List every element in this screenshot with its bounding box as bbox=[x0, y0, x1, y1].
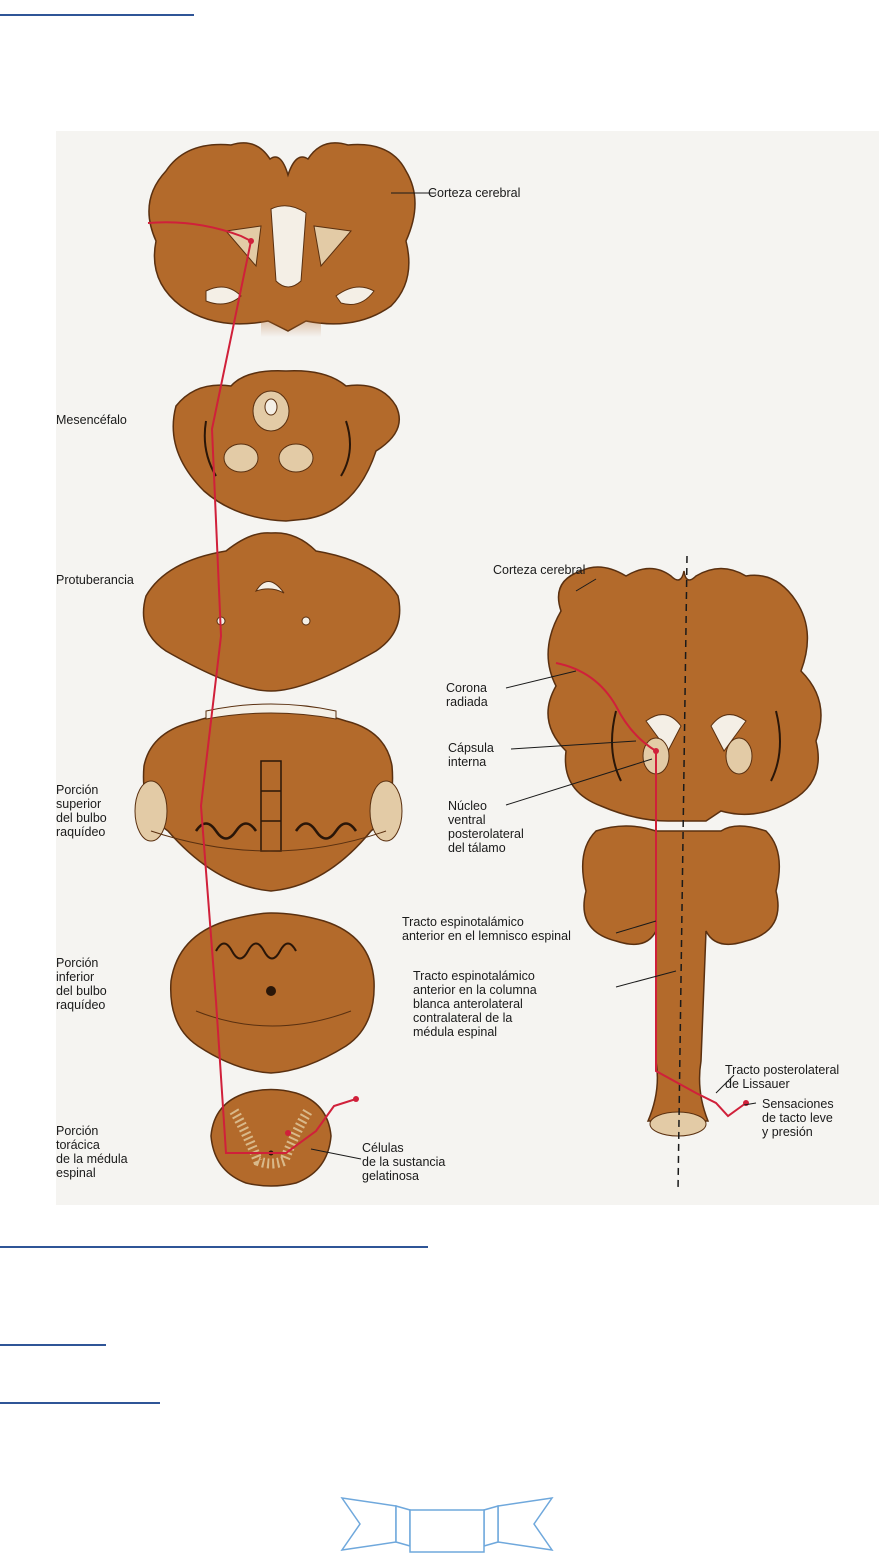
pons-section bbox=[142, 532, 401, 692]
heading-underline-top bbox=[0, 14, 194, 16]
label-corteza-cerebral-right: Corteza cerebral bbox=[493, 563, 586, 577]
heading-underline-3 bbox=[0, 1402, 160, 1404]
midbrain-section bbox=[172, 370, 400, 522]
label-sensaciones: Sensaciones de tacto leve y presión bbox=[762, 1097, 834, 1139]
pathway-right bbox=[555, 662, 747, 1118]
label-corteza-cerebral-top: Corteza cerebral bbox=[428, 186, 521, 200]
lower-medulla-section bbox=[169, 912, 375, 1074]
label-medula-toracica: Porción torácica de la médula espinal bbox=[56, 1124, 128, 1180]
label-capsula-interna: Cápsula interna bbox=[448, 741, 494, 769]
heading-underline-1 bbox=[0, 1246, 428, 1248]
pathway-left bbox=[147, 221, 357, 1154]
brain-frontal-view bbox=[547, 566, 822, 1137]
leader-celulas bbox=[310, 1148, 362, 1160]
label-tracto-lemnisco: Tracto espinotalámico anterior en el lem… bbox=[402, 915, 571, 943]
cerebrum-coronal-section bbox=[148, 142, 416, 337]
label-tracto-columna: Tracto espinotalámico anterior en la col… bbox=[413, 969, 537, 1039]
label-nucleo-vpl: Núcleo ventral posterolateral del tálamo bbox=[448, 799, 524, 855]
page-ribbon-decoration bbox=[340, 1497, 554, 1553]
label-corona-radiada: Corona radiada bbox=[446, 681, 488, 709]
spinothalamic-pathway-figure: Corteza cerebral Mesencéfalo Protuberanc… bbox=[56, 131, 879, 1205]
midline-dashed bbox=[677, 555, 688, 1192]
label-celulas-gelatinosa: Células de la sustancia gelatinosa bbox=[362, 1141, 446, 1183]
label-bulbo-inferior: Porción inferior del bulbo raquídeo bbox=[56, 956, 107, 1012]
thoracic-spinal-cord-section bbox=[210, 1088, 332, 1187]
label-tracto-lissauer: Tracto posterolateral de Lissauer bbox=[725, 1063, 840, 1091]
label-mesencefalo: Mesencéfalo bbox=[56, 413, 127, 427]
upper-medulla-section bbox=[134, 703, 403, 892]
label-protuberancia: Protuberancia bbox=[56, 573, 134, 587]
heading-underline-2 bbox=[0, 1344, 106, 1346]
figure-drawing bbox=[134, 142, 822, 1192]
label-bulbo-superior: Porción superior del bulbo raquídeo bbox=[56, 783, 107, 839]
